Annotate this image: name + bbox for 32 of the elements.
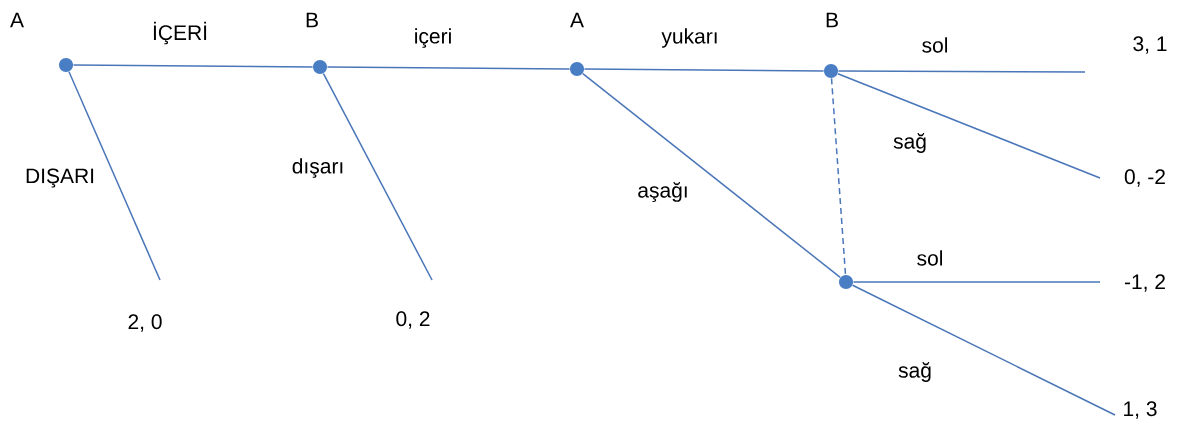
payoff-label: 2, 0: [128, 314, 162, 332]
branch-line: [852, 281, 1101, 283]
edge-label: yukarı: [659, 26, 721, 50]
payoff-label: 0, -2: [1124, 169, 1165, 187]
branch-line: [851, 284, 1116, 416]
branch-line: [326, 66, 571, 70]
player-label: B: [306, 12, 318, 28]
branch-line: [582, 72, 841, 279]
player-label: A: [570, 12, 584, 28]
decision-node: [839, 275, 853, 289]
player-label: A: [10, 12, 24, 28]
payoff-label: -1, 2: [1124, 274, 1165, 292]
edge-label: dışarı: [289, 156, 347, 180]
branch-line: [583, 68, 825, 72]
edge-label: sol: [914, 248, 946, 268]
payoff-label: 1, 3: [1124, 401, 1157, 419]
edge-label: İÇERİ: [150, 19, 210, 47]
edge-label: aşağı: [635, 180, 691, 204]
branch-line: [837, 70, 1086, 73]
branch-line: [72, 64, 314, 68]
edge-label: sağ: [896, 360, 934, 384]
payoff-label: 0, 2: [396, 311, 430, 329]
edge-label: sağ: [891, 131, 929, 155]
branch-line: [322, 72, 433, 281]
branch-line: [837, 73, 1101, 179]
player-label: B: [826, 12, 838, 28]
edge-label: sol: [919, 35, 951, 55]
edge-label: içeri: [411, 26, 455, 50]
edge-label: DIŞARI: [23, 166, 98, 190]
branch-line: [68, 71, 161, 281]
dashed-line: [830, 77, 847, 276]
payoff-label: 3, 1: [1133, 36, 1167, 54]
